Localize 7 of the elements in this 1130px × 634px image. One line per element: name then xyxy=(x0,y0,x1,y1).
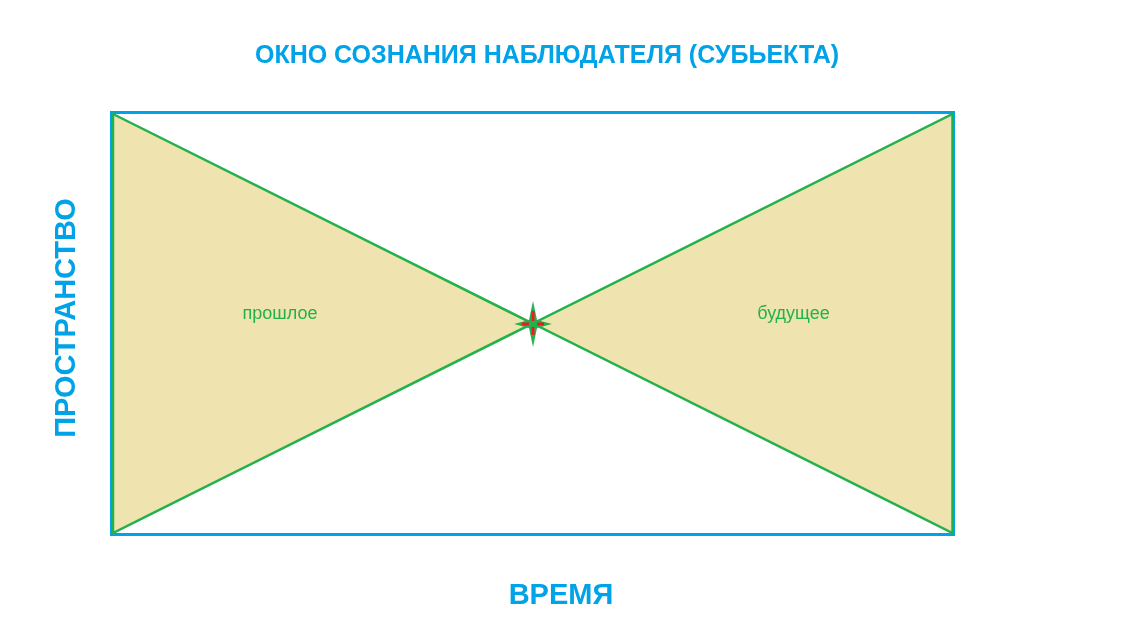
axis-label: ВРЕМЯ xyxy=(508,577,614,611)
diagram-title: ОКНО СОЗНАНИЯ НАБЛЮДАТЕЛЯ (СУБЬЕКТА) xyxy=(253,40,841,69)
triangle-label: прошлое xyxy=(242,302,318,324)
axis-label: ПРОСТРАНСТВО xyxy=(48,198,82,438)
triangle-label: будущее xyxy=(757,302,830,324)
star-icon xyxy=(513,300,552,347)
window-frame xyxy=(110,111,955,536)
